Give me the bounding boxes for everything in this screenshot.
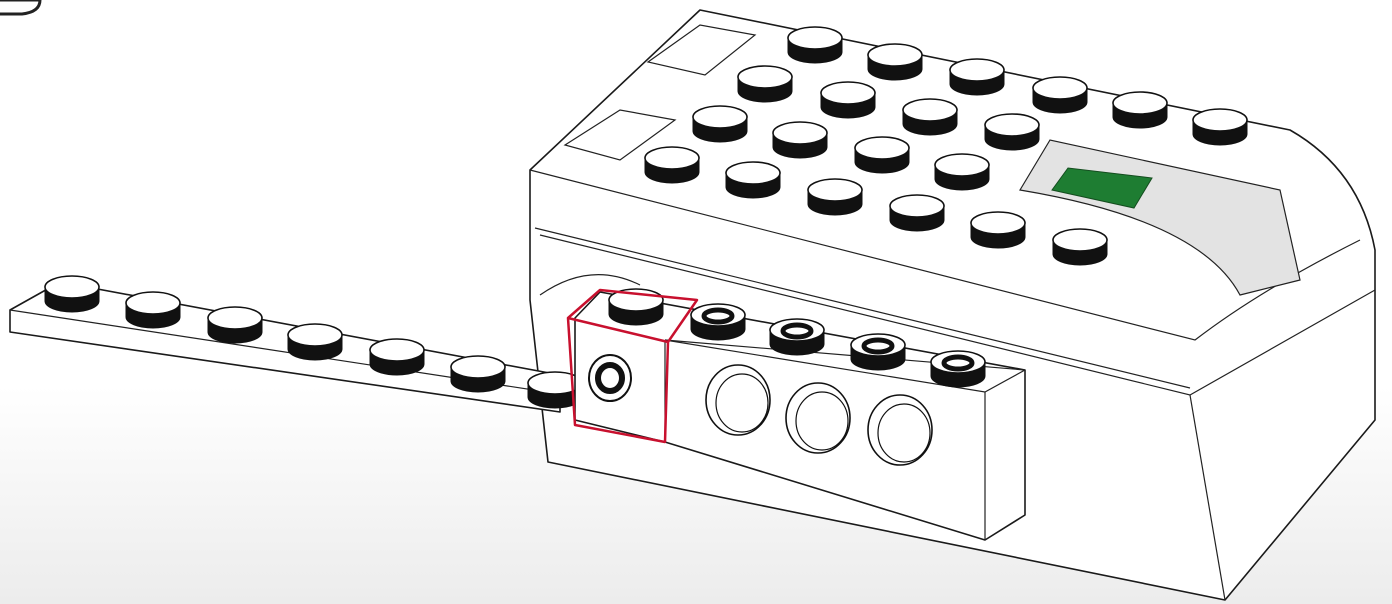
stud-icon [1053,229,1107,265]
stud-icon [693,106,747,142]
stud-icon [370,339,424,375]
stud-icon [208,307,262,343]
stud-icon [288,324,342,360]
stud-icon [770,319,824,355]
stud-icon [788,27,842,63]
axle-hole-icon [589,355,631,401]
stud-icon [855,137,909,173]
stud-icon [1193,109,1247,145]
stud-icon [851,334,905,370]
stud-icon [45,276,99,312]
stud-icon [821,82,875,118]
stud-icon [738,66,792,102]
step-badge-icon [0,0,40,14]
pin-hole-icon [786,383,850,453]
stud-icon [1113,92,1167,128]
pin-hole-icon [706,365,770,435]
stud-icon [868,44,922,80]
stud-icon [773,122,827,158]
stud-icon [691,304,745,340]
stud-icon [726,162,780,198]
pin-hole-icon [868,395,932,465]
stud-icon [645,147,699,183]
stud-icon [126,292,180,328]
stud-icon [903,99,957,135]
stud-icon [890,195,944,231]
stud-icon [451,356,505,392]
stud-icon [985,114,1039,150]
stud-icon [950,59,1004,95]
stud-icon [808,179,862,215]
stud-icon [935,154,989,190]
stud-icon [931,351,985,387]
stud-icon [971,212,1025,248]
stud-icon [1033,77,1087,113]
